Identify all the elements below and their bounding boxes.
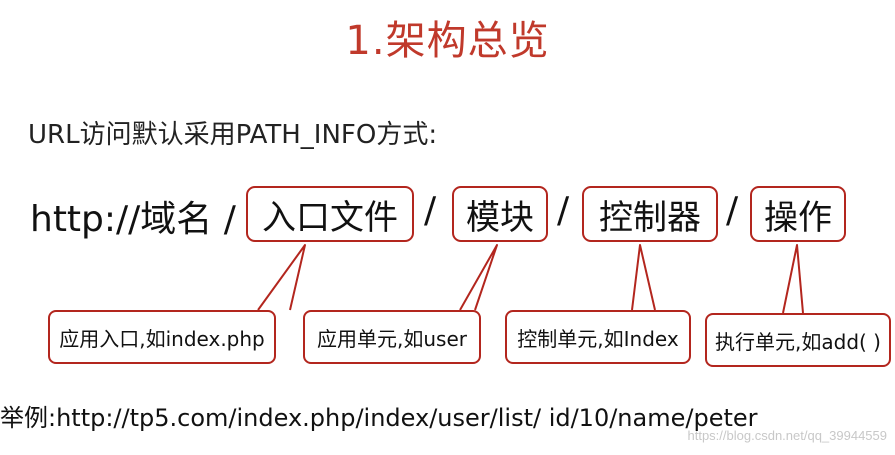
callout-entry: 应用入口,如index.php — [48, 310, 276, 364]
url-separator: / — [424, 190, 437, 231]
url-separator: / — [557, 190, 570, 231]
slide-title: 1.架构总览 — [345, 18, 550, 64]
segment-controller: 控制器 — [582, 186, 718, 242]
url-separator: / — [726, 190, 739, 231]
watermark: https://blog.csdn.net/qq_39944559 — [687, 428, 888, 443]
pointer-controller — [631, 244, 656, 311]
pointer-action — [782, 244, 804, 314]
segment-action: 操作 — [750, 186, 846, 242]
segment-module: 模块 — [452, 186, 548, 242]
pointer-module — [459, 244, 498, 311]
callout-module: 应用单元,如user — [303, 310, 481, 364]
segment-entry-file: 入口文件 — [246, 186, 414, 242]
pointer-entry — [257, 244, 306, 311]
example-url: 举例:http://tp5.com/index.php/index/user/l… — [0, 404, 758, 432]
slide-subtitle: URL访问默认采用PATH_INFO方式: — [28, 120, 438, 150]
callout-action: 执行单元,如add( ) — [705, 313, 891, 367]
callout-controller: 控制单元,如Index — [505, 310, 691, 364]
url-prefix: http://域名 / — [30, 199, 236, 240]
